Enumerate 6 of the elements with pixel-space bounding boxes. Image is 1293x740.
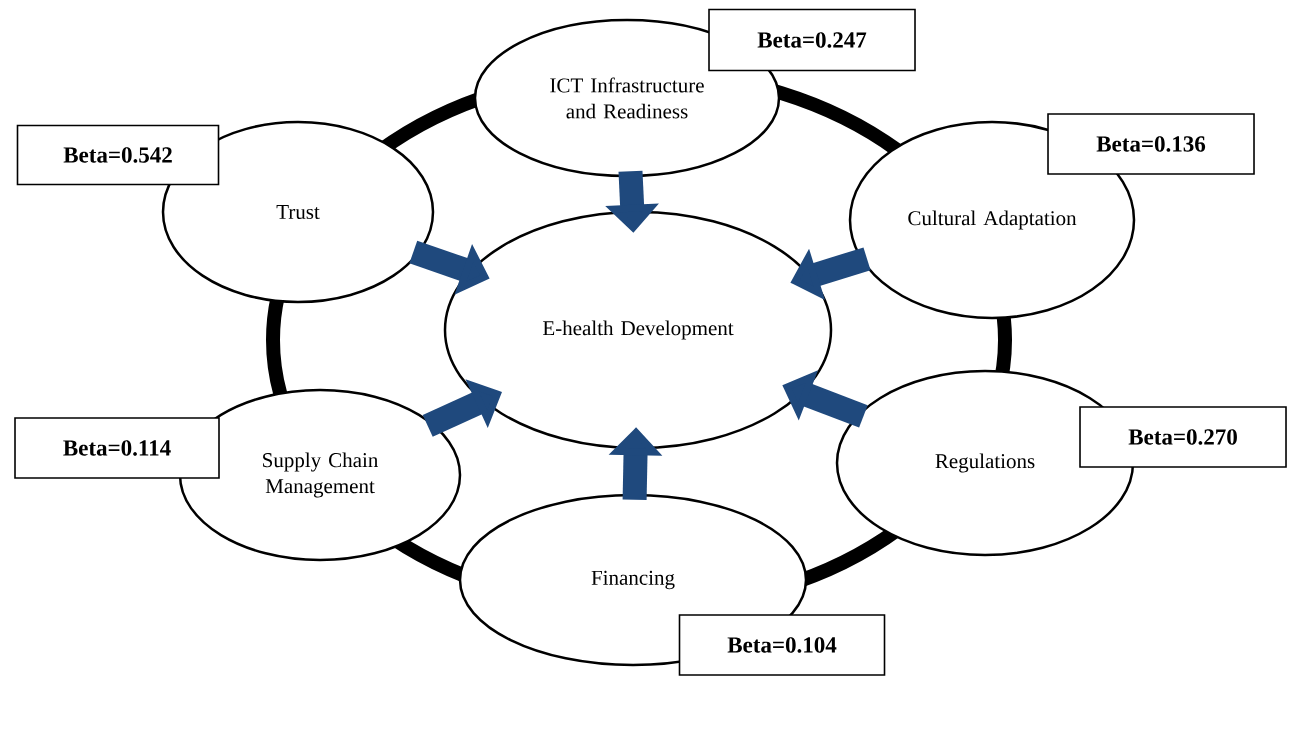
beta-box: Beta=0.104	[678, 614, 886, 676]
beta-box: Beta=0.270	[1079, 406, 1287, 468]
beta-box: Beta=0.136	[1047, 113, 1255, 175]
beta-box: Beta=0.247	[708, 8, 916, 72]
beta-box: Beta=0.542	[16, 124, 220, 186]
beta-box: Beta=0.114	[14, 417, 220, 479]
